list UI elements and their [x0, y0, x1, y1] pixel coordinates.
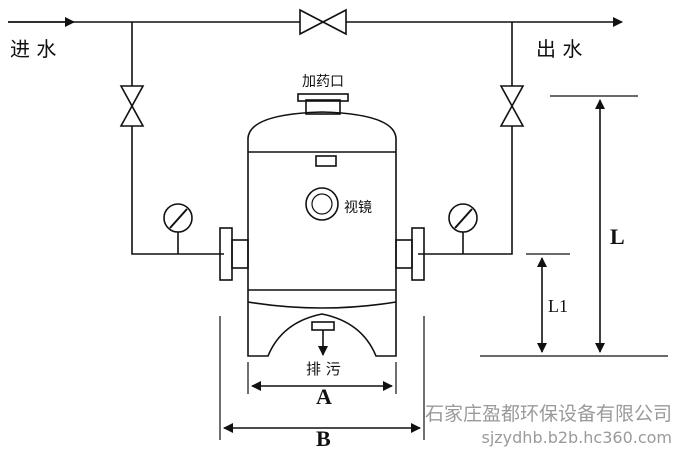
left-branch-pipe [131, 22, 224, 255]
dim-l1-label: L1 [548, 296, 568, 316]
sight-glass-label: 视镜 [344, 200, 372, 216]
left-valve [119, 85, 145, 127]
drain-label: 排 污 [306, 360, 341, 378]
dim-l-label: L [610, 224, 625, 249]
dosing-port-label: 加药口 [302, 74, 344, 90]
inlet-label: 进 水 [10, 37, 56, 61]
right-valve [499, 85, 525, 127]
nameplate [315, 155, 337, 167]
watermark-url: sjzydhb.b2b.hc360.com [482, 428, 673, 447]
dosing-port [305, 99, 341, 115]
left-gauge-icon [163, 203, 193, 233]
right-gauge-icon [448, 203, 478, 233]
dim-a-label: A [316, 384, 332, 409]
sight-glass-icon [305, 187, 339, 221]
vessel-skirt [247, 288, 397, 357]
vessel-body [247, 111, 397, 288]
outlet-label: 出 水 [536, 37, 582, 61]
drain-fitting [311, 321, 335, 331]
dim-b-label: B [316, 426, 331, 450]
right-branch-pipe [418, 22, 513, 255]
bypass-valve [299, 8, 347, 36]
watermark-company: 石家庄盈都环保设备有限公司 [425, 403, 672, 425]
